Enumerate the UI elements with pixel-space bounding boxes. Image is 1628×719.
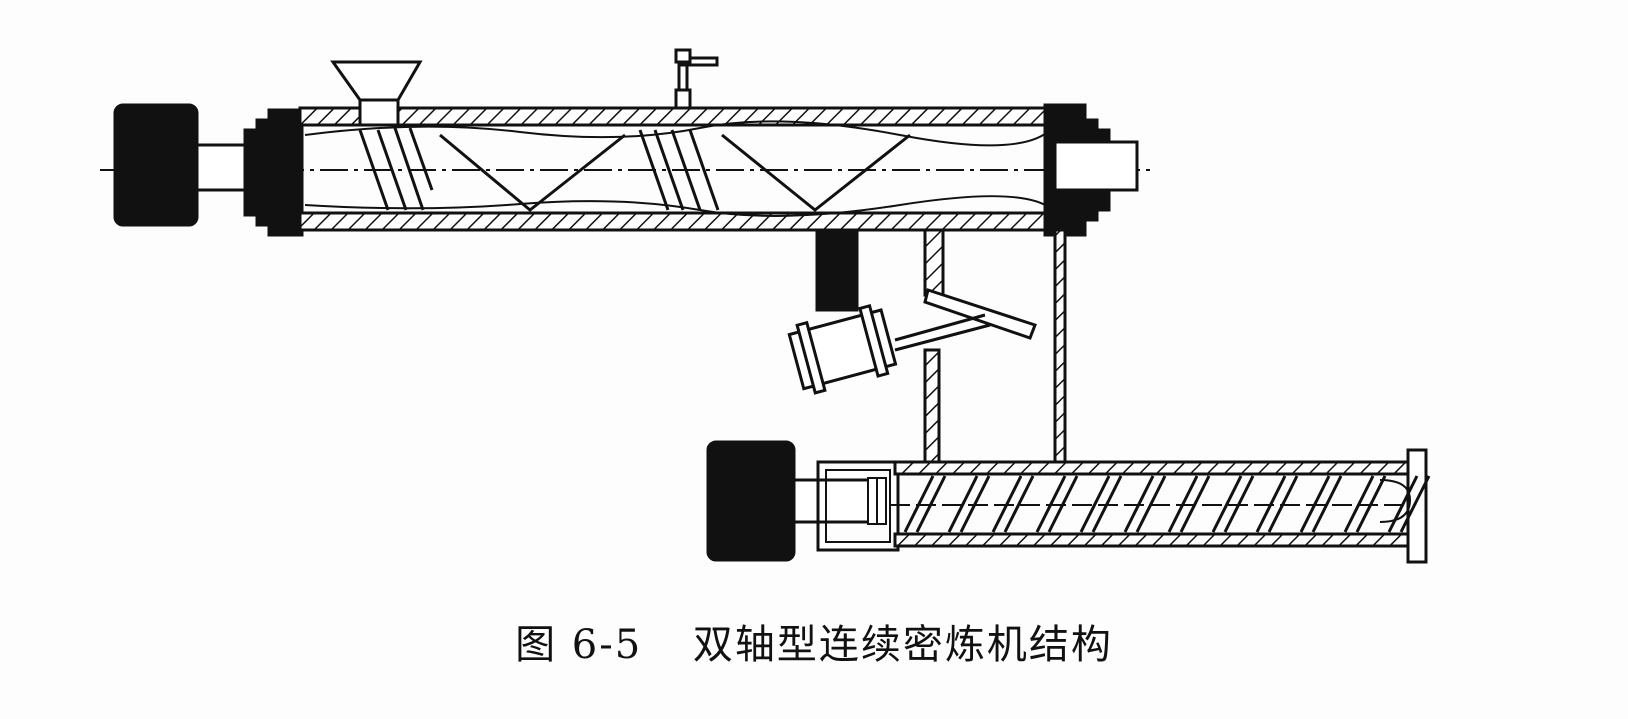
screw-flight: [1399, 475, 1431, 533]
screw-flight: [1387, 475, 1419, 533]
screw-flight: [1047, 475, 1079, 533]
upper-right-shaft: [1053, 140, 1139, 192]
screw-flight: [1299, 475, 1331, 533]
screw-flight: [1355, 475, 1387, 533]
screw-flight: [915, 475, 947, 533]
lower-feed-pipe: [923, 348, 941, 470]
screw-flight: [1091, 475, 1123, 533]
vertical-connector: [1053, 228, 1067, 467]
figure-caption: 图 6-5 双轴型连续密炼机结构: [0, 612, 1628, 670]
chute-flap: [923, 288, 1037, 340]
screw-flight: [1223, 475, 1255, 533]
screw-flight: [1255, 475, 1287, 533]
upper-motor: [113, 103, 199, 227]
screw-flight: [1035, 475, 1067, 533]
screw-flight: [1343, 475, 1375, 533]
screw-flight: [1211, 475, 1243, 533]
discharge-block: [815, 228, 859, 312]
screw-flight: [1123, 475, 1155, 533]
lower-motor: [706, 440, 796, 562]
upper-rotor: [358, 127, 911, 212]
screw-flight: [947, 475, 979, 533]
screw-flight: [959, 475, 991, 533]
lower-shaft: [792, 478, 876, 524]
screw-flight: [1311, 475, 1343, 533]
screw-flight: [1267, 475, 1299, 533]
lower-screw: [903, 475, 1431, 533]
feed-hopper: [330, 60, 423, 127]
screw-flight: [903, 475, 935, 533]
figure-number: 图 6-5: [515, 622, 643, 668]
discharge-gate-cylinder: [787, 304, 898, 395]
screw-flight: [1003, 475, 1035, 533]
screw-flight: [1179, 475, 1211, 533]
chute-wall: [923, 228, 945, 297]
vent-pipe: [674, 48, 719, 110]
left-flange: [243, 108, 304, 237]
lower-extruder-barrel: [816, 448, 1428, 564]
screw-flight: [1079, 475, 1111, 533]
figure-title: 双轴型连续密炼机结构: [692, 622, 1113, 668]
screw-flight: [991, 475, 1023, 533]
screw-flight: [1167, 475, 1199, 533]
screw-flight: [1135, 475, 1167, 533]
